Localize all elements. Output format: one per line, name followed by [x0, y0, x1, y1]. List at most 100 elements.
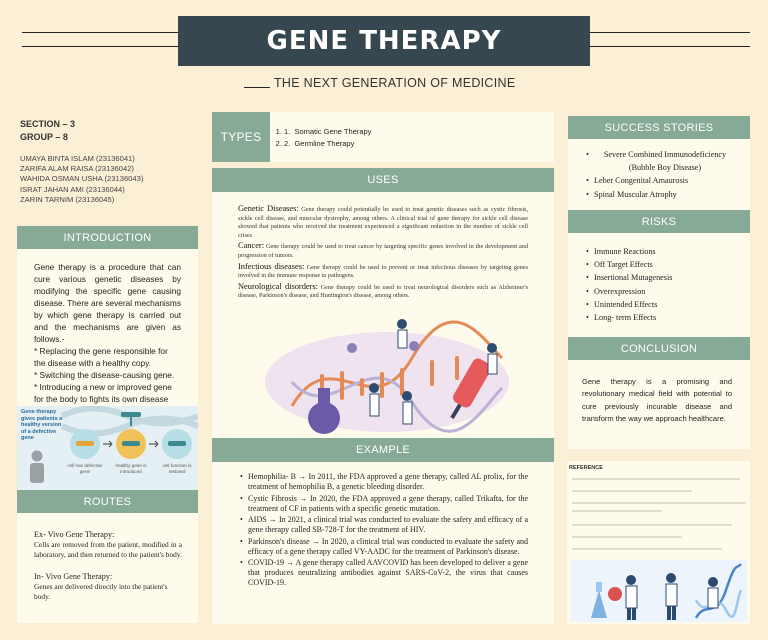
title-rule-right-bottom	[590, 46, 750, 47]
reference-heading: REFERENCE	[569, 465, 603, 471]
risk-item: •Long- term Effects	[586, 311, 736, 324]
risk-item: •Overexpression	[586, 285, 736, 298]
success-item: •Severe Combined Immunodeficiency (Bubbl…	[586, 148, 736, 174]
title-rule-left-bottom	[22, 46, 178, 47]
risk-item-text: Long- term Effects	[594, 313, 657, 323]
illustration-step-3: cell function is restored	[162, 463, 192, 474]
reference-line	[572, 524, 732, 526]
types-list: 1. Somatic Gene Therapy 2. Germline Ther…	[284, 126, 371, 150]
uses-desc: Gene therapy could be used to treat neur…	[238, 283, 529, 300]
types-header: TYPES	[212, 112, 270, 162]
page-subtitle: THE NEXT GENERATION OF MEDICINE	[274, 76, 516, 90]
routes-header: ROUTES	[17, 490, 198, 513]
success-item: •Spinal Muscular Atrophy	[586, 188, 736, 201]
section-label: SECTION – 3	[20, 119, 76, 129]
group-info: SECTION – 3 GROUP – 8	[20, 118, 75, 144]
success-item: •Leber Congenital Amaurosis	[586, 174, 736, 187]
conclusion-body: Gene therapy is a promising and revoluti…	[582, 377, 732, 423]
example-item-text: COVID-19 → A gene therapy called AAVCOVI…	[248, 558, 528, 587]
example-item-text: Hemophilia- B → In 2011, the FDA approve…	[248, 472, 528, 491]
example-item: •Hemophilia- B → In 2011, the FDA approv…	[240, 472, 528, 491]
group-label: GROUP – 8	[20, 132, 68, 142]
member-item: UMAYA BINTA ISLAM (23136041)	[20, 154, 135, 163]
reference-line	[572, 490, 692, 492]
uses-term: Cancer:	[238, 241, 265, 251]
risk-item-text: Insertional Mutagenesis	[594, 273, 673, 283]
example-item-text: Cystic Fibrosis → In 2020, the FDA appro…	[248, 493, 528, 513]
gene-therapy-illustration: Gene therapy gives patients a healthy ve…	[17, 406, 198, 490]
uses-text: Genetic Diseases: Gene therapy could pot…	[238, 204, 529, 303]
introduction-text: Gene therapy is a procedure that can cur…	[34, 261, 181, 405]
member-item: WAHIDA OSMAN USHA (23136043)	[20, 174, 144, 184]
reference-line	[572, 548, 722, 550]
scientists-illustration	[571, 560, 747, 622]
reference-line	[572, 502, 746, 504]
illustration-caption: Gene therapy gives patients a healthy ve…	[21, 409, 63, 442]
types-item-label: Germline Therapy	[294, 139, 355, 148]
success-item-text: Leber Congenital Amaurosis	[594, 176, 689, 186]
uses-item: Neurological disorders: Gene therapy cou…	[238, 281, 529, 301]
uses-term: Neurological disorders:	[238, 281, 318, 291]
uses-desc: Gene therapy could be used to prevent or…	[238, 263, 528, 280]
in-vivo-title: In- Vivo Gene Therapy:	[34, 572, 113, 581]
example-item: •Parkinson's disease → In 2020, a clinic…	[240, 536, 528, 556]
risk-item-text: Immune Reactions	[594, 247, 656, 256]
member-item: ZARIFA ALAM RAISA (23136042)	[20, 164, 134, 174]
risk-item-text: Overexpression	[594, 286, 646, 296]
uses-item: Infectious diseases: Gene therapy could …	[238, 261, 528, 281]
introduction-point: * Switching the disease-causing gene.	[34, 370, 175, 380]
types-item: 2. Germline Therapy	[284, 138, 371, 150]
risk-item-text: Unintended Effects	[594, 299, 658, 309]
uses-desc: Gene therapy could be used to treat canc…	[238, 243, 528, 259]
right-column-card	[568, 139, 750, 449]
success-list: •Severe Combined Immunodeficiency (Bubbl…	[586, 148, 736, 201]
example-list: •Hemophilia- B → In 2011, the FDA approv…	[240, 472, 528, 590]
member-list: UMAYA BINTA ISLAM (23136041) ZARIFA ALAM…	[20, 154, 143, 205]
illustration-step-2: healthy gene is introduced	[115, 463, 147, 474]
uses-term: Infectious diseases:	[238, 261, 305, 271]
risk-item: •Off Target Effects	[586, 258, 736, 271]
page-title: GENE THERAPY	[178, 16, 590, 66]
risks-list: •Immune Reactions •Off Target Effects •I…	[586, 245, 736, 324]
example-item-text: AIDS → In 2021, a clinical trial was con…	[248, 515, 528, 534]
example-item: •AIDS → In 2021, a clinical trial was co…	[240, 515, 528, 534]
types-item-label: Somatic Gene Therapy	[294, 127, 372, 136]
risks-header: RISKS	[568, 210, 750, 233]
example-item-text: Parkinson's disease → In 2020, a clinica…	[248, 536, 528, 556]
in-vivo-body: Genes are delivered directly into the pa…	[34, 582, 168, 601]
subtitle-rule	[244, 87, 270, 88]
example-header: EXAMPLE	[212, 438, 554, 462]
success-item-text: Severe Combined Immunodeficiency (Bubble…	[603, 150, 727, 173]
uses-item: Cancer: Gene therapy could be used to tr…	[238, 242, 528, 260]
reference-line	[572, 478, 740, 480]
ex-vivo-body: Cells are removed from the patient, modi…	[34, 540, 182, 559]
types-item: 1. Somatic Gene Therapy	[284, 126, 371, 138]
introduction-point: * Replacing the gene responsible for the…	[34, 346, 168, 368]
conclusion-header: CONCLUSION	[568, 337, 750, 360]
example-card	[212, 462, 554, 624]
introduction-body: Gene therapy is a procedure that can cur…	[34, 262, 181, 344]
uses-header: USES	[212, 168, 554, 192]
title-rule-left-top	[22, 32, 178, 33]
risk-item: •Insertional Mutagenesis	[586, 271, 736, 284]
success-header: SUCCESS STORIES	[568, 116, 750, 139]
example-item: •COVID-19 → A gene therapy called AAVCOV…	[240, 558, 528, 587]
example-item: •Cystic Fibrosis → In 2020, the FDA appr…	[240, 493, 528, 513]
title-rule-right-top	[590, 32, 750, 33]
success-item-text: Spinal Muscular Atrophy	[594, 189, 677, 199]
illustration-step-1: cell has defective gene	[67, 463, 103, 474]
ex-vivo-title: Ex- Vivo Gene Therapy:	[34, 530, 115, 539]
routes-text: Ex- Vivo Gene Therapy: Cells are removed…	[34, 528, 182, 602]
reference-line	[572, 536, 682, 538]
reference-line	[572, 510, 662, 512]
member-item: ZARIN TARNIM (23136045)	[20, 194, 115, 204]
risk-item: •Immune Reactions	[586, 245, 736, 258]
member-item: ISRAT JAHAN AMI (23136044)	[20, 184, 125, 194]
introduction-point: * Introducing a new or improved gene for…	[34, 382, 172, 404]
uses-item: Genetic Diseases: Gene therapy could pot…	[238, 204, 528, 240]
uses-term: Genetic Diseases:	[238, 204, 299, 213]
risk-item-text: Off Target Effects	[594, 260, 653, 270]
uses-desc: Gene therapy could potentially be used t…	[238, 206, 528, 239]
dna-illustration	[262, 318, 512, 436]
introduction-header: INTRODUCTION	[17, 226, 198, 249]
